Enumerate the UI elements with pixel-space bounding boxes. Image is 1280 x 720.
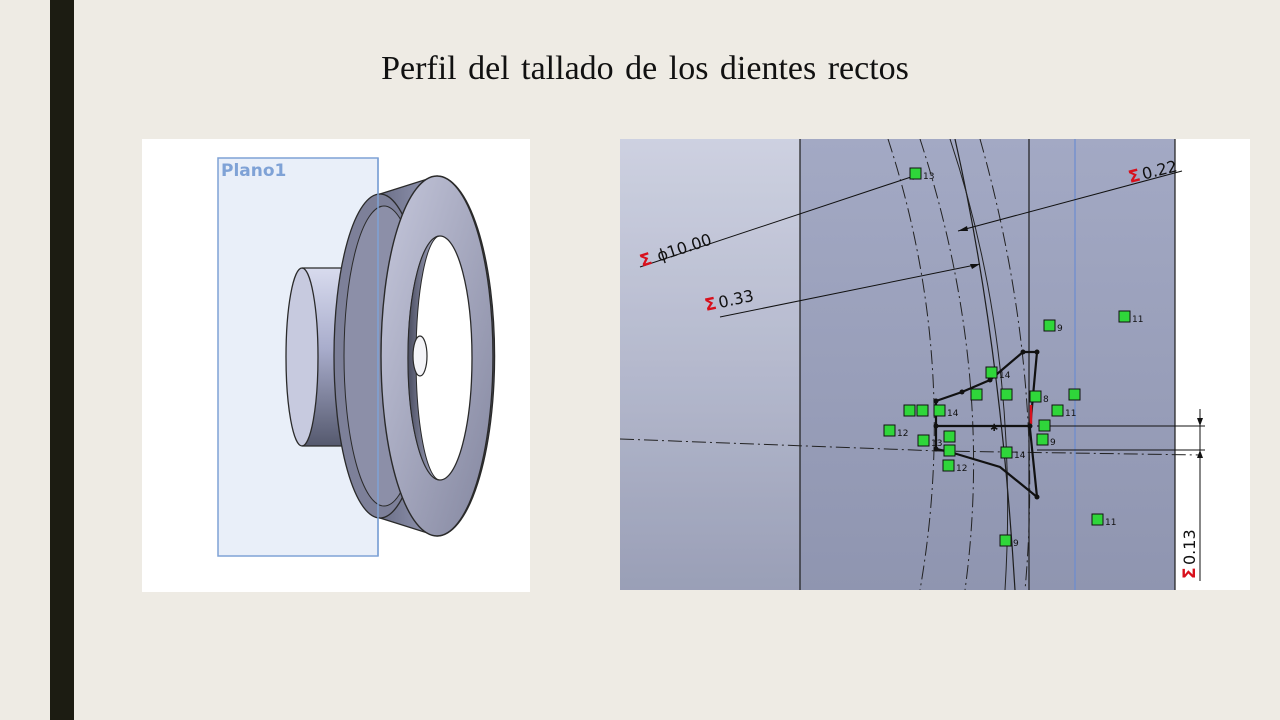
constraint-markers[interactable]	[916, 388, 1081, 457]
construction-arcs	[887, 139, 1031, 590]
svg-text:11: 11	[1065, 409, 1076, 419]
svg-text:8: 8	[1043, 395, 1049, 405]
relation-tag: 11	[1091, 513, 1116, 528]
svg-text:13: 13	[923, 172, 934, 182]
relation-tag: 9	[1036, 433, 1056, 448]
svg-text:0.13: 0.13	[1180, 529, 1199, 565]
slide-accent-bar	[50, 0, 74, 720]
svg-text:9: 9	[1013, 539, 1019, 549]
relation-tags[interactable]: 13 9 11 14 8 11 10 14 12 13 9 12 14 11 9	[883, 167, 1143, 549]
part-3d-drawing: Plano1	[217, 157, 496, 557]
part-3d-view: Plano1	[142, 139, 530, 592]
relation-tag: 8	[1029, 390, 1049, 405]
relation-tag: 14	[985, 366, 1011, 381]
svg-text:13: 13	[931, 439, 942, 449]
svg-text:12: 12	[956, 464, 967, 474]
relation-tag: 12	[883, 424, 908, 439]
relation-tag: 14	[1000, 446, 1026, 461]
svg-text:Σ: Σ	[1180, 567, 1200, 579]
relation-tag: 9	[1043, 319, 1063, 334]
dimension-0-13[interactable]: Σ 0.13	[1180, 529, 1200, 579]
slide-title: Perfil del tallado de los dientes rectos	[381, 50, 909, 87]
svg-text:11: 11	[1105, 518, 1116, 528]
svg-text:14: 14	[1014, 451, 1026, 461]
svg-text:14: 14	[999, 371, 1011, 381]
svg-text:11: 11	[1132, 315, 1143, 325]
sketch-drawing: ✱ Σ ϕ10.00 Σ 0.33 Σ 0.22	[620, 139, 1250, 590]
svg-text:Σ: Σ	[703, 294, 719, 316]
svg-text:Σ: Σ	[1126, 166, 1142, 188]
relation-tag: 11	[1051, 404, 1076, 419]
svg-text:9: 9	[1050, 438, 1056, 448]
relation-tag: 9	[999, 534, 1019, 549]
relation-tag: 13	[917, 434, 942, 449]
relation-tag: 12	[942, 459, 967, 474]
svg-text:9: 9	[1057, 324, 1063, 334]
svg-text:14: 14	[947, 409, 959, 419]
plane-label: Plano1	[221, 161, 286, 181]
gear-rim	[333, 175, 496, 537]
dimension-lines	[639, 170, 1205, 581]
svg-text:✱: ✱	[990, 423, 998, 434]
sketch-view: ✱ Σ ϕ10.00 Σ 0.33 Σ 0.22	[620, 139, 1250, 590]
tooth-flanks	[949, 139, 1009, 590]
relation-tag: 11	[1118, 310, 1143, 325]
relation-tag: 14	[933, 404, 959, 419]
relation-tag: 13	[909, 167, 934, 182]
svg-text:12: 12	[897, 429, 908, 439]
centerline	[620, 438, 1201, 456]
